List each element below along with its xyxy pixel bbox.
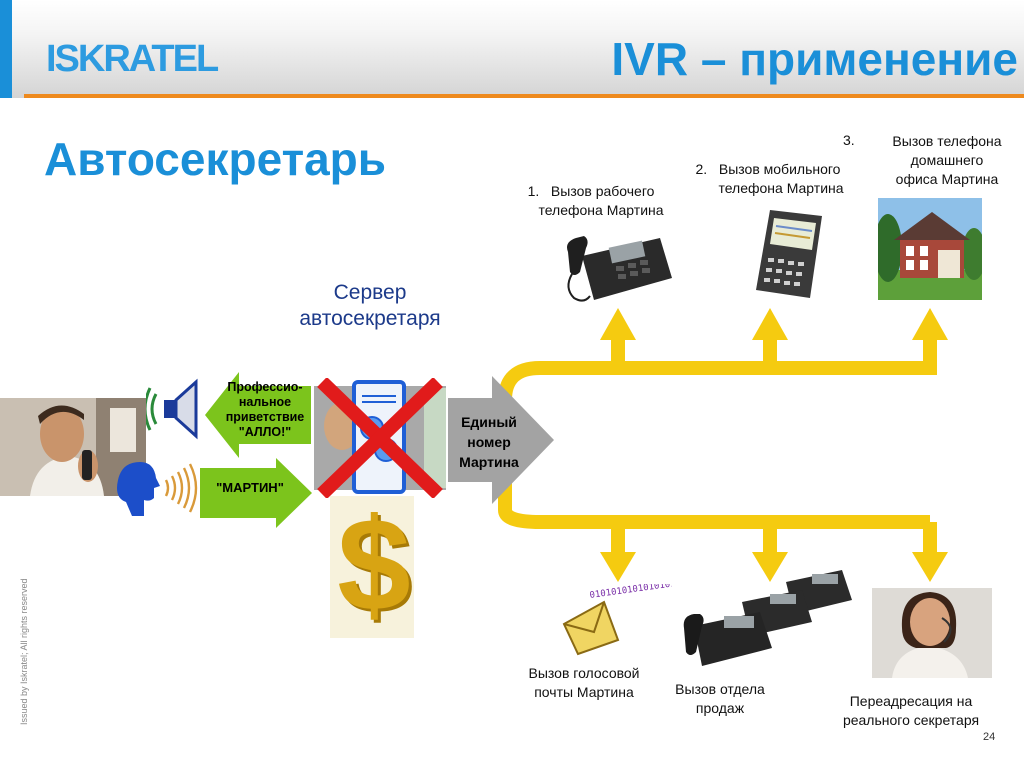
arrow-up-3 [912, 308, 948, 340]
arrow-up-1 [600, 308, 636, 340]
speaker-icon [146, 378, 198, 440]
arrow-down-1 [600, 552, 636, 582]
dollar-icon: $ [337, 491, 411, 638]
home-office-photo [878, 198, 982, 300]
single-number-arrow [448, 376, 554, 504]
bus-top-line [498, 361, 930, 438]
binary-stream: 0101010101010101010 [589, 584, 672, 601]
server-label: Сервер автосекретаря [299, 281, 441, 330]
copyright-note: Issued by Iskratel; All rights reserved [19, 578, 29, 725]
caller-name-label: "МАРТИН" [216, 480, 284, 495]
left-accent-stripe [0, 0, 12, 98]
dollar-backdrop [330, 496, 414, 638]
secretary-photo [872, 588, 992, 678]
caller-name-arrow [200, 458, 312, 528]
destination-sales-label: Вызов отдела продаж [675, 681, 765, 716]
destination-home-number: 3. [843, 132, 855, 148]
arrow-down-3 [912, 552, 948, 582]
greeting-label: Профессио- нальное приветствие "АЛЛО!" [225, 380, 305, 439]
destination-home-label: Вызов телефона домашнего офиса Мартина [892, 133, 1002, 187]
destination-work-phone-label: 1. Вызов рабочего телефона Мартина [527, 183, 664, 218]
header-rule [24, 94, 1024, 98]
sales-phones-icon [683, 570, 852, 666]
arrow-down-2 [752, 552, 788, 582]
slide-subtitle: Автосекретарь [44, 133, 387, 185]
mobile-phone-icon [756, 210, 822, 298]
voicemail-icon: 0101010101010101010 [562, 584, 672, 656]
slide-number: 24 [983, 731, 996, 743]
speaking-head-icon [117, 462, 198, 516]
bus-bottom-line [498, 480, 930, 529]
single-number-label: Единый номер Мартина [459, 414, 519, 470]
iskratel-logo: ISKRATEL [46, 38, 219, 80]
destination-mobile-label: 2. Вызов мобильного телефона Мартина [695, 161, 844, 196]
arrow-up-2 [752, 308, 788, 340]
server-with-cross [314, 378, 446, 498]
destination-secretary-label: Переадресация на реального секретаря [842, 693, 980, 728]
office-phone-icon [567, 236, 672, 302]
page-title: IVR – применение [611, 33, 1018, 85]
greeting-arrow [205, 372, 311, 458]
destination-voicemail-label: Вызов голосовой почты Мартина [528, 665, 640, 700]
header-band [0, 0, 1024, 98]
